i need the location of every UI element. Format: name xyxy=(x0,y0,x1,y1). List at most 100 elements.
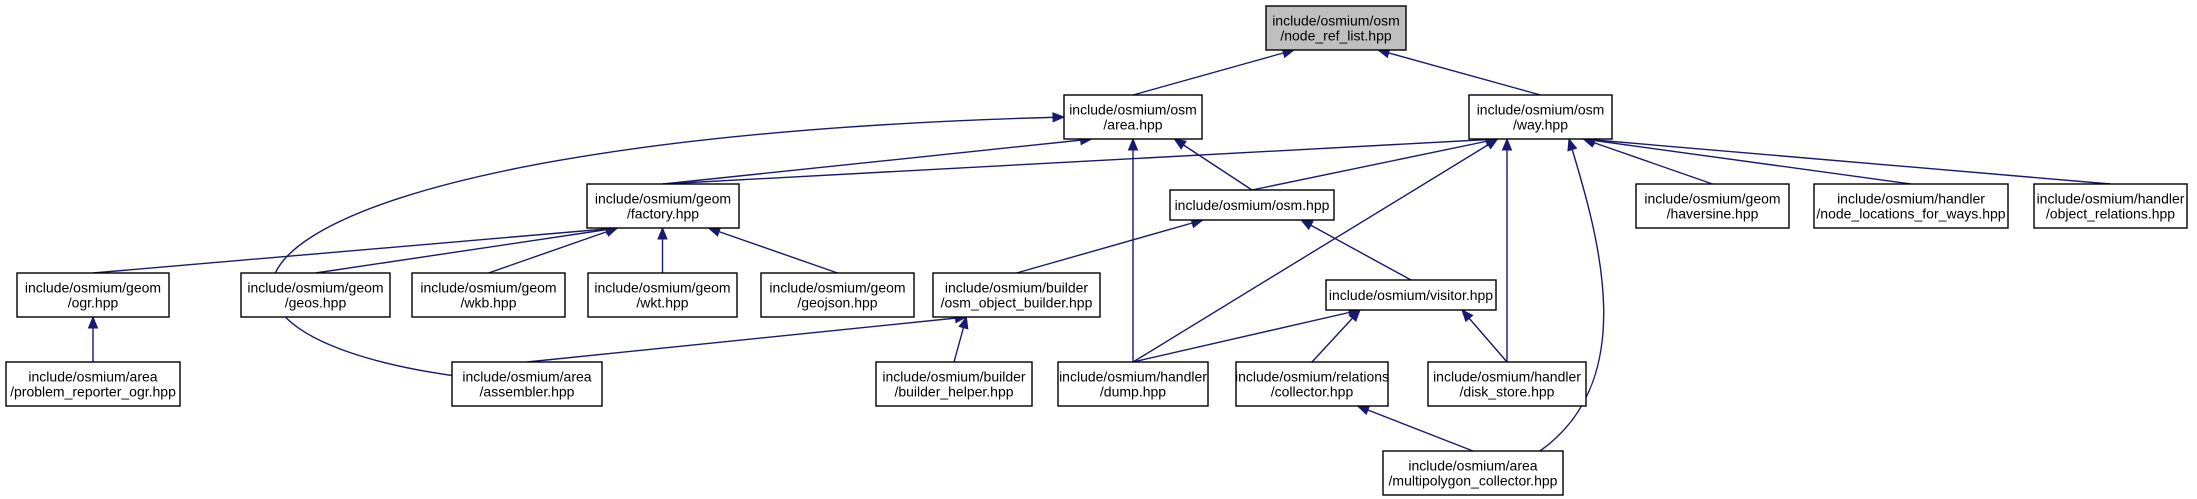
node-area[interactable]: include/osmium/osm/area.hpp xyxy=(1063,94,1203,140)
node-label: /area.hpp xyxy=(1103,117,1162,133)
node-box xyxy=(451,361,603,407)
node-box xyxy=(1427,361,1587,407)
node-label: include/osmium/area xyxy=(28,369,157,385)
node-label: include/osmium/builder xyxy=(945,280,1089,296)
dependency-edge xyxy=(1174,138,1253,191)
edges-layer xyxy=(87,48,2111,452)
node-label: include/osmium/osm xyxy=(1272,13,1400,29)
node-haversine[interactable]: include/osmium/geom/haversine.hpp xyxy=(1635,183,1790,229)
node-osm[interactable]: include/osmium/osm.hpp xyxy=(1169,189,1335,221)
node-box xyxy=(411,272,566,318)
node-node-locations[interactable]: include/osmium/handler/node_locations_fo… xyxy=(1813,183,2009,229)
node-label: /node_locations_for_ways.hpp xyxy=(1816,206,2005,222)
node-label: /disk_store.hpp xyxy=(1460,384,1555,400)
node-box xyxy=(1635,183,1790,229)
node-assembler[interactable]: include/osmium/area/assembler.hpp xyxy=(451,361,603,407)
node-label: /object_relations.hpp xyxy=(2046,206,2175,222)
node-label: /node_ref_list.hpp xyxy=(1280,28,1392,44)
node-ogr[interactable]: include/osmium/geom/ogr.hpp xyxy=(16,272,170,318)
dependency-edge xyxy=(92,227,618,274)
node-label: include/osmium/geom xyxy=(1644,191,1780,207)
node-collector[interactable]: include/osmium/relations/collector.hpp xyxy=(1235,361,1389,407)
node-disk-store[interactable]: include/osmium/handler/disk_store.hpp xyxy=(1427,361,1587,407)
node-box xyxy=(1063,94,1203,140)
node-box xyxy=(932,272,1101,318)
nodes-layer: include/osmium/osm/node_ref_list.hppincl… xyxy=(5,5,2188,496)
node-problem-reporter-ogr[interactable]: include/osmium/area/problem_reporter_ogr… xyxy=(5,361,181,407)
dependency-edge xyxy=(1377,49,1541,96)
node-box xyxy=(875,361,1033,407)
node-box xyxy=(586,183,740,229)
dependency-edge xyxy=(1583,138,1912,185)
node-label: /wkt.hpp xyxy=(636,295,688,311)
node-box xyxy=(1813,183,2009,229)
node-label: include/osmium/handler xyxy=(1837,191,1985,207)
node-wkt[interactable]: include/osmium/geom/wkt.hpp xyxy=(587,272,738,318)
dependency-arrowhead xyxy=(1461,309,1474,323)
node-label: include/osmium/osm.hpp xyxy=(1175,197,1330,213)
node-label: include/osmium/handler xyxy=(1059,369,1207,385)
node-builder-helper[interactable]: include/osmium/builder/builder_helper.hp… xyxy=(875,361,1033,407)
node-box xyxy=(1169,189,1335,221)
node-box xyxy=(1468,94,1613,140)
node-wkb[interactable]: include/osmium/geom/wkb.hpp xyxy=(411,272,566,318)
node-box xyxy=(1325,279,1497,311)
node-geos[interactable]: include/osmium/geom/geos.hpp xyxy=(240,272,391,318)
dependency-arrowhead xyxy=(1127,137,1139,151)
node-box xyxy=(240,272,391,318)
node-factory[interactable]: include/osmium/geom/factory.hpp xyxy=(586,183,740,229)
node-label: include/osmium/geom xyxy=(247,280,383,296)
node-label: include/osmium/geom xyxy=(594,280,730,296)
node-box xyxy=(1235,361,1389,407)
node-label: include/osmium/osm xyxy=(1477,102,1605,118)
dependency-edge xyxy=(1251,138,1498,191)
node-multipolygon-collector[interactable]: include/osmium/area/multipolygon_collect… xyxy=(1382,450,1564,496)
dependency-arrowhead xyxy=(1173,138,1187,150)
node-box xyxy=(5,361,181,407)
node-geojson[interactable]: include/osmium/geom/geojson.hpp xyxy=(760,272,915,318)
dependency-edge xyxy=(1132,309,1361,363)
node-label: /way.hpp xyxy=(1513,117,1568,133)
node-box xyxy=(2033,183,2188,229)
dependency-edge xyxy=(526,316,967,363)
node-label: /haversine.hpp xyxy=(1667,206,1759,222)
dependency-edge xyxy=(1539,138,1605,452)
node-label: include/osmium/area xyxy=(1408,458,1537,474)
node-osm-object-builder[interactable]: include/osmium/builder/osm_object_builde… xyxy=(932,272,1101,318)
dependency-edge xyxy=(271,116,1065,377)
node-label: /wkb.hpp xyxy=(460,295,516,311)
node-label: include/osmium/handler xyxy=(2037,191,2185,207)
dependency-arrowhead xyxy=(87,315,99,329)
node-box xyxy=(16,272,170,318)
dependency-arrowhead xyxy=(1052,112,1066,123)
dependency-arrowhead xyxy=(657,226,668,240)
node-dump[interactable]: include/osmium/handler/dump.hpp xyxy=(1057,361,1209,407)
node-label: /builder_helper.hpp xyxy=(894,384,1013,400)
dependency-arrowhead xyxy=(1501,137,1513,151)
dependency-arrowhead xyxy=(1567,137,1578,152)
node-visitor[interactable]: include/osmium/visitor.hpp xyxy=(1325,279,1497,311)
node-label: include/osmium/builder xyxy=(882,369,1026,385)
dependency-edge xyxy=(1132,138,1498,363)
node-label: /multipolygon_collector.hpp xyxy=(1389,473,1558,489)
dependency-edge xyxy=(315,227,618,274)
node-label: include/osmium/geom xyxy=(420,280,556,296)
node-node-ref-list[interactable]: include/osmium/osm/node_ref_list.hpp xyxy=(1265,5,1407,51)
dependency-edge xyxy=(1583,138,2111,185)
dependency-arrowhead xyxy=(1300,219,1314,231)
node-label: /geojson.hpp xyxy=(797,295,877,311)
node-label: /problem_reporter_ogr.hpp xyxy=(10,384,176,400)
node-box xyxy=(760,272,915,318)
node-label: include/osmium/visitor.hpp xyxy=(1329,287,1493,303)
node-label: /ogr.hpp xyxy=(68,295,119,311)
node-label: include/osmium/area xyxy=(462,369,591,385)
node-label: include/osmium/relations xyxy=(1235,369,1389,385)
node-label: /collector.hpp xyxy=(1271,384,1354,400)
node-object-relations[interactable]: include/osmium/handler/object_relations.… xyxy=(2033,183,2188,229)
node-label: /osm_object_builder.hpp xyxy=(941,295,1093,311)
node-way[interactable]: include/osmium/osm/way.hpp xyxy=(1468,94,1613,140)
node-label: include/osmium/handler xyxy=(1433,369,1581,385)
node-label: include/osmium/geom xyxy=(595,191,731,207)
dependency-edge xyxy=(1583,138,1713,185)
node-label: /assembler.hpp xyxy=(480,384,575,400)
